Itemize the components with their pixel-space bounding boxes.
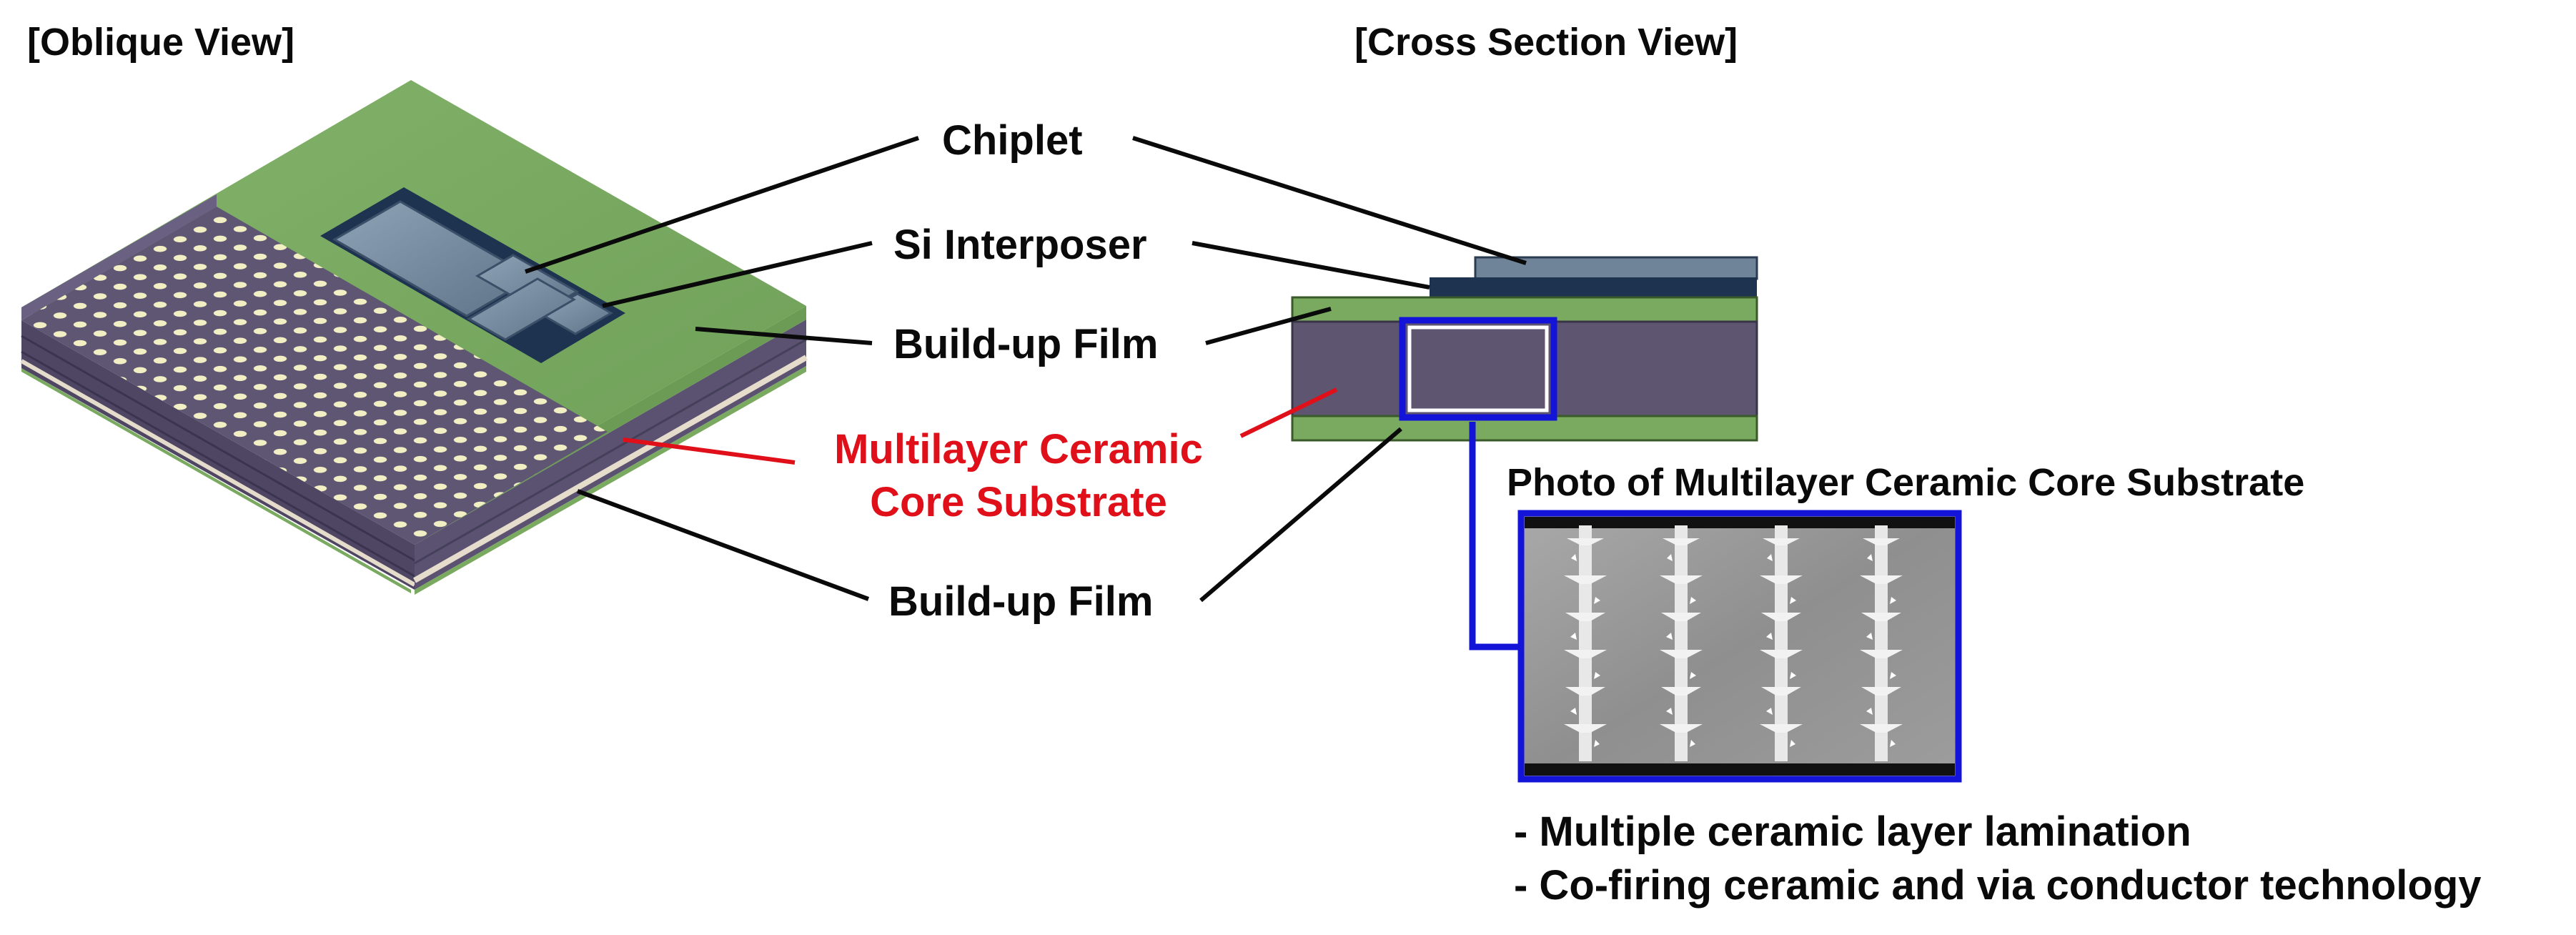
- label-ceramic-line-1: Multilayer Ceramic: [834, 426, 1203, 473]
- label-ceramic-line-2: Core Substrate: [870, 479, 1167, 525]
- leader-buildup-bottom-oblique: [576, 489, 870, 601]
- label-buildup-film-bottom: Build-up Film: [888, 578, 1154, 625]
- core-highlight-inner: [1407, 325, 1549, 412]
- cross-section-view-title: [Cross Section View]: [1354, 21, 1738, 64]
- side-right-seam: [414, 338, 807, 565]
- leader-buildup-bottom-cross: [1199, 427, 1402, 603]
- note-cofiring: - Co-firing ceramic and via conductor te…: [1514, 862, 2482, 909]
- oblique-view-title: [Oblique View]: [27, 21, 295, 64]
- side-right-bottom-green: [415, 366, 806, 595]
- si-interposer-cross-section: [1430, 277, 1757, 297]
- side-left-seam-2: [21, 350, 415, 578]
- side-left-seams: [21, 335, 415, 562]
- leader-ceramic-oblique: [623, 437, 796, 465]
- leader-interposer-oblique: [602, 241, 873, 308]
- note-lamination: - Multiple ceramic layer lamination: [1514, 808, 2191, 855]
- leader-interposer-cross: [1192, 241, 1430, 290]
- side-left-bottom-green: [21, 368, 411, 593]
- chiplet-oblique-middle: [466, 277, 577, 341]
- label-si-interposer: Si Interposer: [893, 222, 1147, 268]
- stack-side-layers: [20, 306, 808, 595]
- photo-bottom-dark-band: [1525, 763, 1955, 776]
- leader-chiplet-cross: [1132, 136, 1527, 265]
- label-buildup-film-top: Build-up Film: [893, 321, 1159, 367]
- side-left-layers: [21, 320, 415, 590]
- leader-buildup-top-cross: [1205, 307, 1332, 345]
- ceramic-core-top-edge: [21, 194, 217, 320]
- side-left-light-seam: [20, 359, 416, 587]
- photo-title: Photo of Multilayer Ceramic Core Substra…: [1507, 461, 2305, 504]
- leader-buildup-top-oblique: [695, 327, 873, 345]
- leader-chiplet-oblique: [525, 136, 919, 274]
- side-right-light-seam: [413, 355, 808, 583]
- label-multilayer-ceramic-core: Multilayer Ceramic Core Substrate: [818, 429, 1219, 523]
- highlight-to-photo-connector: [1469, 422, 1521, 650]
- photo-top-dark-band: [1525, 517, 1955, 528]
- ceramic-core-pad-area: [21, 207, 608, 545]
- leader-ceramic-cross: [1239, 387, 1338, 438]
- core-highlight-box: [1399, 317, 1557, 421]
- label-chiplet: Chiplet: [942, 117, 1083, 164]
